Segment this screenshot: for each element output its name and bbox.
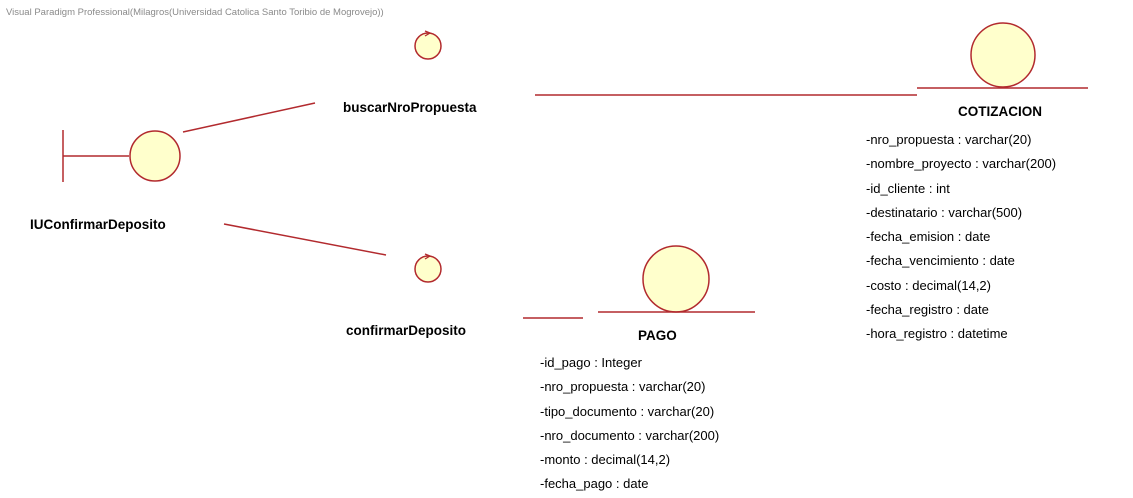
entity-pago-attributes: -id_pago : Integer -nro_propuesta : varch… — [540, 351, 719, 497]
entity-attribute: -fecha_emision : date — [866, 229, 991, 245]
entity-cotizacion-attributes: -nro_propuesta : varchar(20) -nombre_proy… — [866, 128, 1056, 347]
entity-attribute: -monto : decimal(14,2) — [540, 452, 671, 468]
control-confirmar-shape[interactable] — [414, 253, 442, 283]
entity-attribute: -destinatario : varchar(500) — [866, 204, 1023, 220]
entity-attribute: -tipo_documento : varchar(20) — [540, 403, 715, 419]
entity-attribute: -fecha_pago : date — [540, 476, 649, 492]
entity-pago-shape[interactable] — [598, 245, 755, 313]
boundary-shape[interactable] — [62, 130, 181, 182]
entity-cotizacion-title: COTIZACION — [958, 104, 1042, 119]
link-boundary-buscar[interactable] — [182, 102, 316, 133]
entity-pago-title: PAGO — [638, 328, 677, 343]
entity-attribute: -hora_registro : datetime — [866, 326, 1008, 342]
watermark-text: Visual Paradigm Professional(Milagros(Un… — [6, 7, 384, 18]
entity-cotizacion-shape[interactable] — [917, 22, 1088, 89]
entity-attribute: -fecha_vencimiento : date — [866, 253, 1015, 269]
entity-attribute: -fecha_registro : date — [866, 302, 989, 318]
entity-attribute: -nro_propuesta : varchar(20) — [866, 132, 1032, 147]
link-boundary-confirmar[interactable] — [223, 223, 387, 256]
control-buscar-shape[interactable] — [414, 30, 442, 60]
entity-attribute: -id_cliente : int — [866, 180, 950, 196]
control-confirmar-label: confirmarDeposito — [346, 323, 467, 338]
entity-attribute: -nro_documento : varchar(200) — [540, 427, 720, 443]
boundary-label: IUConfirmarDeposito — [30, 217, 166, 232]
control-buscar-label: buscarNroPropuesta — [343, 100, 477, 115]
entity-attribute: -costo : decimal(14,2) — [866, 277, 991, 293]
entity-attribute: -id_pago : Integer — [540, 355, 642, 370]
entity-attribute: -nombre_proyecto : varchar(200) — [866, 156, 1057, 172]
entity-attribute: -nro_propuesta : varchar(20) — [540, 379, 706, 395]
